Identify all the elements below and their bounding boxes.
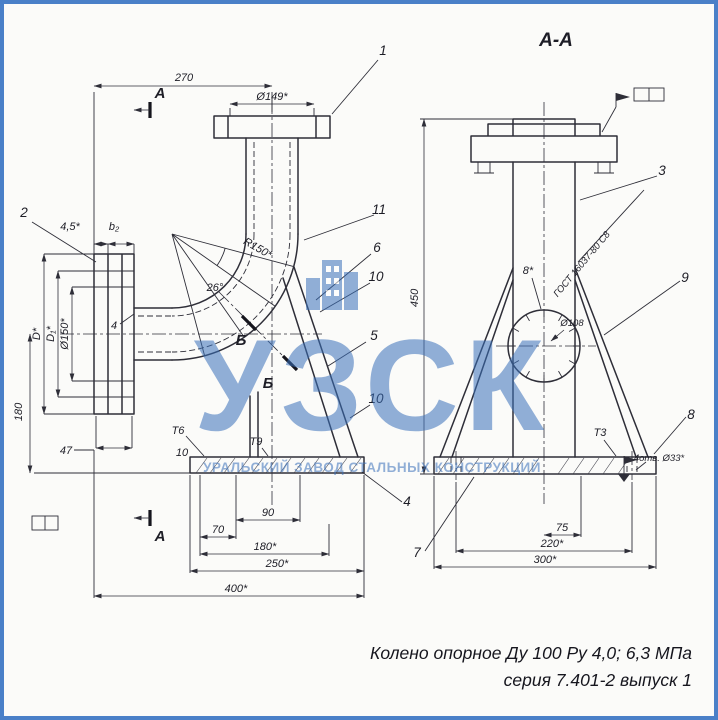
horizontal-pipe (133, 307, 173, 361)
watermark-building-icon (306, 260, 358, 310)
label-dim-8: 8* (523, 265, 534, 277)
support-stand (249, 266, 359, 458)
label-part-7: 7 (413, 545, 421, 560)
label-part-6: 6 (373, 240, 381, 255)
label-part-5: 5 (370, 328, 378, 343)
label-weld-4: 4 (111, 320, 117, 332)
label-dim-75: 75 (556, 522, 569, 534)
base-plate (189, 456, 365, 474)
label-section-a-bottom: А (154, 528, 166, 545)
label-part-8: 8 (687, 407, 695, 422)
label-section-b-lower: Б (263, 375, 274, 392)
label-holes-note: 4отв. Ø33* (634, 453, 685, 464)
label-part-10a: 10 (368, 269, 384, 284)
label-dim-b2: b₂ (109, 221, 120, 233)
aa-base-plate (433, 451, 657, 480)
label-section-aa-title: А-А (538, 30, 573, 51)
vertical-pipe (245, 137, 299, 235)
top-flange (213, 115, 331, 139)
label-dim-400: 400* (225, 583, 248, 595)
label-dim-D1: D₁* (45, 325, 57, 341)
aa-gussets (439, 267, 649, 458)
label-part-2: 2 (19, 205, 28, 220)
label-dia-108: Ø108 (559, 318, 584, 329)
label-part-10b: 10 (368, 391, 384, 406)
label-dia-150: Ø150* (59, 318, 71, 351)
label-weld-t3: Т3 (594, 427, 608, 439)
weld-symbol-box (31, 515, 59, 531)
weld-flag-top-icon (601, 87, 665, 133)
label-dim-300: 300* (534, 554, 557, 566)
aa-leaders (424, 175, 687, 552)
section-view-aa (420, 87, 687, 570)
watermark-subtitle: УРАЛЬСКИЙ ЗАВОД СТАЛЬНЫХ КОНСТРУКЦИЙ (203, 460, 541, 475)
aa-dimensions (420, 118, 657, 570)
label-part-4: 4 (403, 494, 411, 509)
section-mark-a-top (133, 102, 152, 118)
label-part-1: 1 (379, 43, 387, 58)
aa-column-pipe (512, 161, 576, 458)
drawing-series: серия 7.401-2 выпуск 1 (503, 670, 692, 691)
title-block: Колено опорное Ду 100 Ру 4,0; 6,3 МПа се… (370, 640, 692, 694)
watermark: УЗСК УРАЛЬСКИЙ ЗАВОД СТАЛЬНЫХ КОНСТРУКЦИ… (194, 260, 550, 475)
label-dim-270: 270 (174, 72, 194, 84)
label-dim-180b: 180* (254, 541, 277, 553)
label-part-11: 11 (372, 202, 386, 217)
label-dim-220: 220* (540, 538, 564, 550)
technical-drawing: 270 Ø149* А А 1 2 11 6 10 5 10 4 4,5* b₂… (13, 30, 695, 599)
label-section-a-top: А (154, 85, 166, 102)
drawing-title: Колено опорное Ду 100 Ру 4,0; 6,3 МПа (370, 643, 692, 663)
label-dim-180v: 180 (13, 402, 25, 421)
label-dim-45: 4,5* (60, 221, 80, 233)
label-dim-450: 450 (409, 288, 421, 307)
label-dim-47: 47 (60, 445, 73, 457)
aa-side-hole (507, 309, 581, 383)
label-dim-90: 90 (262, 507, 275, 519)
label-angle-26: 26° (206, 282, 224, 294)
section-mark-a-bottom (133, 510, 152, 526)
label-weld-t9: Т9 (250, 436, 263, 448)
label-part-3: 3 (658, 163, 666, 178)
front-view-dimensions (27, 83, 365, 599)
label-dim-D: D* (31, 327, 43, 340)
side-flange (93, 253, 135, 415)
front-view (27, 59, 403, 599)
label-rad-150: R150* (241, 236, 274, 262)
label-dim-70: 70 (212, 524, 225, 536)
section-line-b (218, 291, 299, 372)
label-dia-149: Ø149* (255, 91, 288, 103)
label-weld-t6: Т6 (172, 425, 186, 437)
label-dim-250: 250* (265, 558, 289, 570)
aa-flange (470, 118, 618, 174)
label-dim-10-left: 10 (176, 447, 189, 459)
weld-flag-bottom-icon (618, 456, 637, 482)
elbow-segments (171, 233, 299, 361)
label-part-9: 9 (681, 270, 689, 285)
label-section-b-upper: Б (236, 332, 247, 349)
watermark-logo: УЗСК (194, 312, 550, 458)
